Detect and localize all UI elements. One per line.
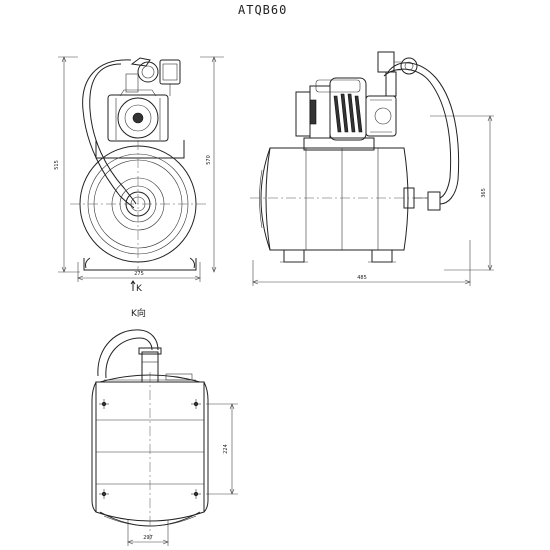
mounting-holes <box>99 399 201 499</box>
side-length-dim-label: 485 <box>357 275 367 281</box>
bottom-mount-dim-label: 224 <box>223 444 229 454</box>
drawing-title: ATQB60 <box>238 3 287 17</box>
front-width-dim-label: 275 <box>134 271 144 277</box>
bottom-base-dim-label: 297 <box>143 535 153 541</box>
view-arrow-k: K <box>136 284 143 294</box>
side-view: 485 365 <box>250 51 494 286</box>
bottom-view-label: K向 <box>131 307 146 319</box>
front-height-dim-label: 515 <box>54 160 60 170</box>
front-view: 515 570 275 K <box>54 56 224 294</box>
bottom-view: K向 224 297 <box>91 307 238 546</box>
front-height-dim-label-2: 570 <box>206 155 212 165</box>
side-height-dim-label: 365 <box>481 188 487 198</box>
